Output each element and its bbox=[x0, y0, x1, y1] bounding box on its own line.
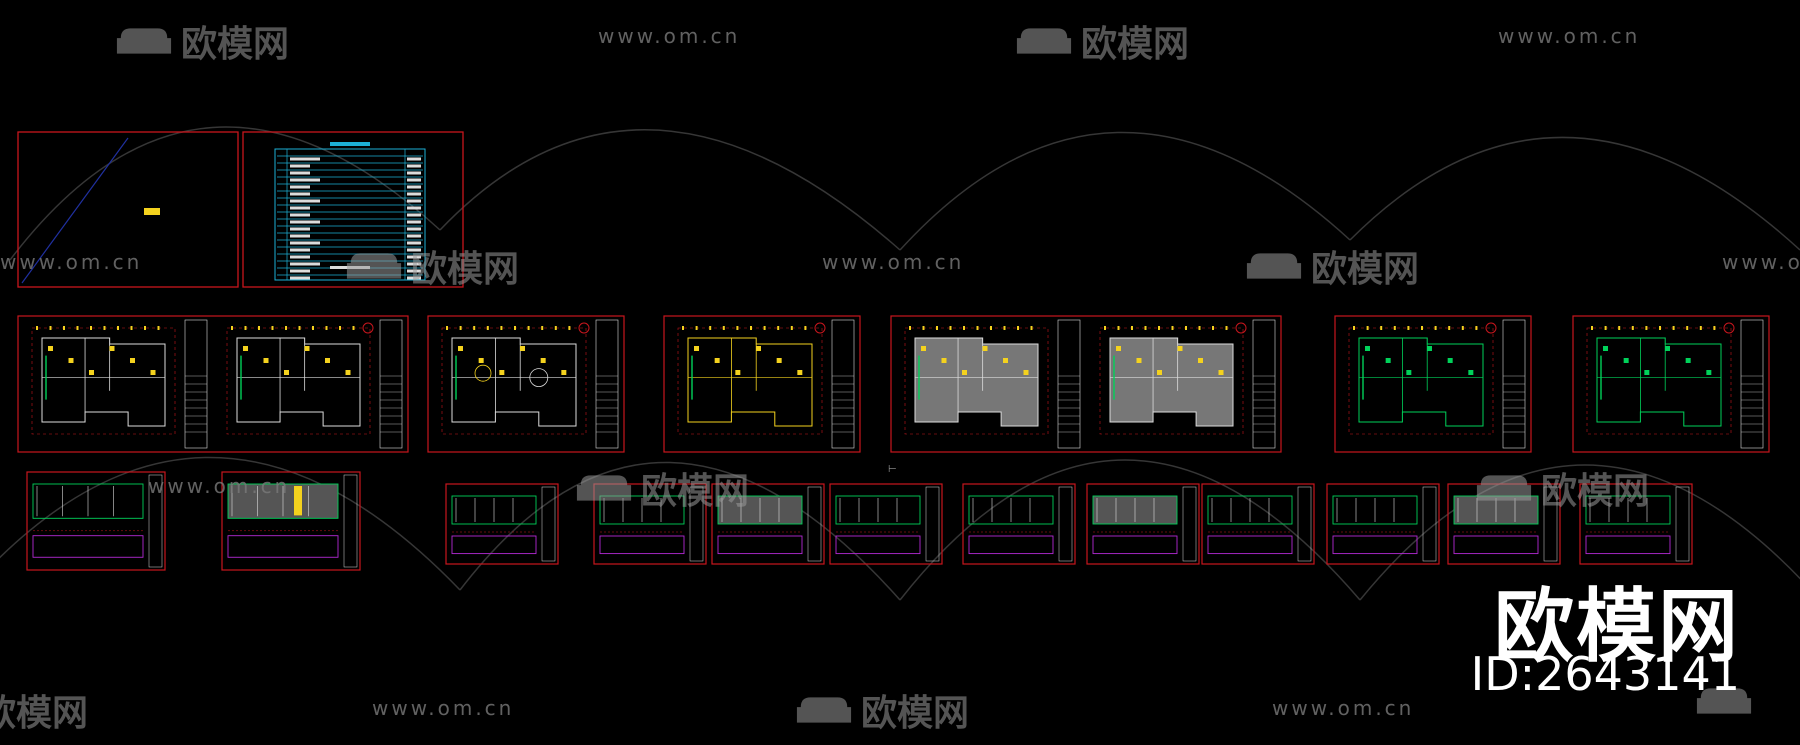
watermark-brand: 欧模网 bbox=[115, 15, 289, 67]
watermark-domain: www.om.cn bbox=[1498, 24, 1641, 48]
watermark-domain: www.om.cn bbox=[1272, 696, 1415, 720]
watermark-brand: 欧模网 bbox=[345, 240, 519, 292]
cursor-mark: ⊢ bbox=[888, 464, 897, 475]
sofa-icon bbox=[1476, 475, 1532, 501]
sofa-icon bbox=[576, 475, 632, 501]
elevation-sheet[interactable] bbox=[26, 471, 166, 571]
watermark-domain: www.om.cn bbox=[1722, 250, 1800, 274]
floor-plan-sheet[interactable] bbox=[1334, 315, 1532, 453]
floor-plan-sheet[interactable] bbox=[663, 315, 861, 453]
elevation-sheet[interactable] bbox=[1447, 483, 1561, 565]
watermark-domain: www.om.cn bbox=[598, 24, 741, 48]
elevation-sheet[interactable] bbox=[962, 483, 1076, 565]
watermark-brand: 欧模网 bbox=[0, 693, 89, 734]
elevation-sheet[interactable] bbox=[221, 471, 361, 571]
watermark-domain: www.om.cn bbox=[372, 696, 515, 720]
sofa-icon bbox=[346, 253, 402, 279]
watermark-domain: www.om.cn bbox=[0, 250, 143, 274]
watermark-brand bbox=[1695, 684, 1753, 718]
elevation-sheet[interactable] bbox=[1201, 483, 1315, 565]
cover-sheet[interactable] bbox=[17, 131, 239, 288]
brand-logo-text: 欧模网 bbox=[1494, 580, 1740, 673]
elevation-sheet[interactable] bbox=[593, 483, 707, 565]
watermark-domain: www.om.cn bbox=[822, 250, 965, 274]
floor-plan-sheet[interactable] bbox=[17, 315, 409, 453]
sofa-icon bbox=[1696, 688, 1752, 714]
watermark-brand: 欧模网 bbox=[1475, 462, 1649, 514]
watermark-domain: www.om.cn bbox=[148, 474, 291, 498]
elevation-sheet[interactable] bbox=[711, 483, 825, 565]
floor-plan-sheet[interactable] bbox=[1572, 315, 1770, 453]
sofa-icon bbox=[1016, 28, 1072, 54]
elevation-sheet[interactable] bbox=[829, 483, 943, 565]
floor-plan-sheet[interactable] bbox=[427, 315, 625, 453]
elevation-sheet[interactable] bbox=[1086, 483, 1200, 565]
watermark-brand: 欧模网 bbox=[1015, 15, 1189, 67]
elevation-row bbox=[26, 471, 1693, 571]
sofa-icon bbox=[796, 697, 852, 723]
sofa-icon bbox=[1246, 253, 1302, 279]
floor-plan-row bbox=[17, 315, 1770, 453]
model-id: ID:2643141 bbox=[1470, 647, 1740, 701]
floor-plan-sheet[interactable] bbox=[890, 315, 1282, 453]
sofa-icon bbox=[116, 28, 172, 54]
watermark-brand: 欧模网 bbox=[575, 462, 749, 514]
elevation-sheet[interactable] bbox=[445, 483, 559, 565]
elevation-sheet[interactable] bbox=[1326, 483, 1440, 565]
watermark-arcs bbox=[0, 126, 1800, 601]
watermark-brand: 欧模网 bbox=[795, 684, 969, 736]
watermark-brand: 欧模网 bbox=[1245, 240, 1419, 292]
elevation-sheet[interactable] bbox=[1579, 483, 1693, 565]
index-sheet[interactable] bbox=[242, 131, 464, 288]
